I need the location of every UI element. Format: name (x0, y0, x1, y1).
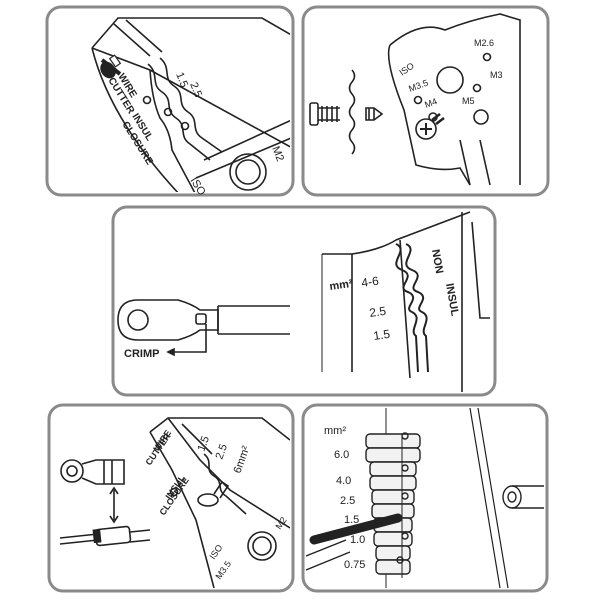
phillips-screw-icon (415, 113, 445, 140)
p2-m3-label: M3 (490, 70, 503, 80)
p1-tick-2: 2.5 (187, 81, 204, 100)
p3-crimp-label: CRIMP (124, 348, 159, 360)
p5-unit-label: mm² (324, 425, 346, 437)
panel-1: 1.5 2.5 WIRE CUTTER INSUL CLOSURE ISO M2 (45, 5, 295, 198)
p4-tick-1: 1.5 (196, 435, 213, 453)
tube-icon (502, 485, 544, 509)
ring-terminal-icon (117, 299, 290, 341)
panel-3: mm² 4-6 2.5 1.5 NON INSUL CRIMP (111, 205, 497, 397)
p5-size-0-75: 0.75 (344, 559, 365, 571)
wire-icon (59, 525, 151, 547)
p2-m4-label: M4 (423, 96, 438, 110)
p3-non-label: NON (429, 248, 445, 274)
p3-insul-label: INSUL (443, 282, 461, 317)
p5-size-1-0: 1.0 (350, 534, 365, 546)
p3-range-1: 4-6 (360, 274, 379, 290)
p2-m5-label: M5 (462, 96, 475, 106)
panel-2: ISO M3.5 M4 M2.6 M3 M5 (301, 5, 550, 197)
p1-m2-label: M2 (269, 145, 286, 164)
p5-size-2-5: 2.5 (340, 495, 355, 507)
panel-5: mm² 6.0 4.0 2.5 1.5 1.0 0.75 (301, 403, 549, 593)
p3-unit-label: mm² (329, 278, 354, 293)
screw-tip-icon (365, 107, 384, 121)
p5-size-1-5: 1.5 (344, 514, 359, 526)
p3-range-2: 2.5 (368, 304, 387, 320)
ring-terminal-icon (60, 459, 125, 485)
p4-tick-2: 2.5 (214, 443, 231, 461)
screw-icon (309, 102, 340, 126)
p5-size-4-0: 4.0 (336, 475, 351, 487)
p2-m2-6-label: M2.6 (474, 38, 494, 48)
panel-4: 1.5 2.5 6mm² WIRE CUTTER INSUL CLOSURE I… (47, 403, 295, 593)
p3-range-3: 1.5 (372, 327, 391, 343)
p5-size-6-0: 6.0 (334, 449, 349, 461)
p1-tick-1: 1.5 (173, 71, 190, 90)
wire-terminal-icon (100, 54, 122, 79)
